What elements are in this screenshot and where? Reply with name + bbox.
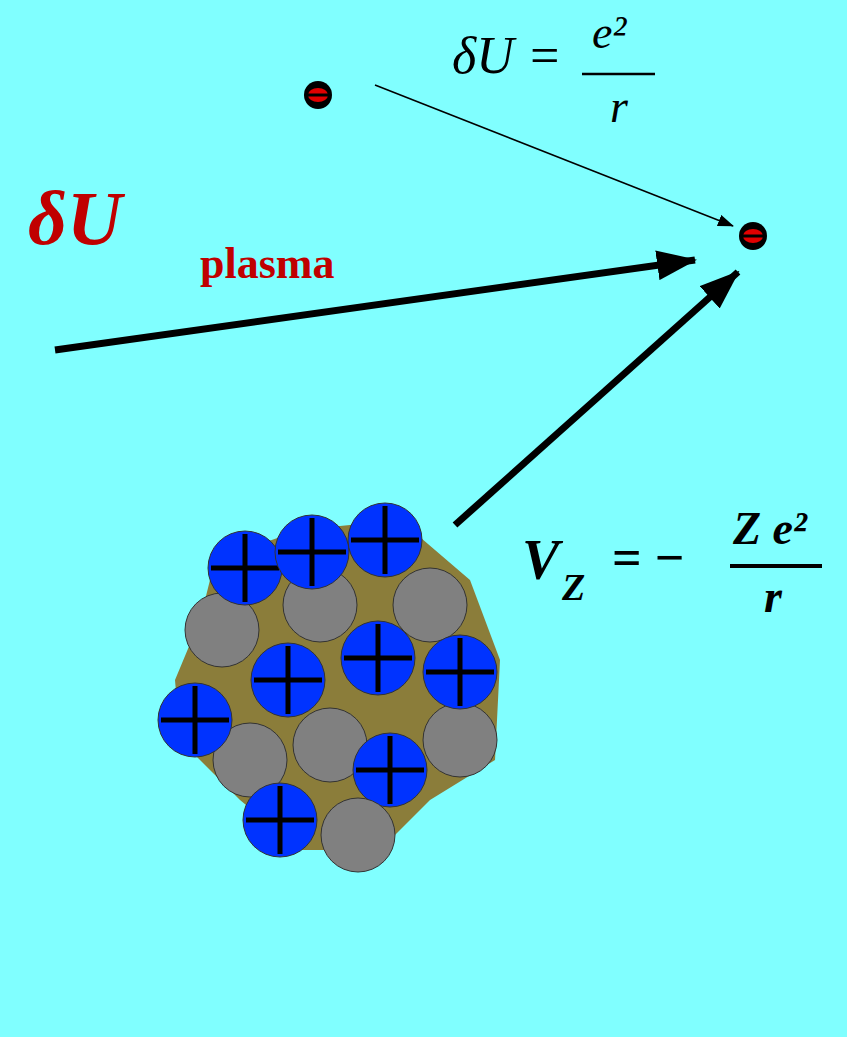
fraction-bar [582,73,655,76]
proton [423,635,497,709]
proton [275,515,349,589]
plasma-arrow [55,260,695,350]
proton [208,531,282,605]
proton [353,733,427,807]
formula-text: δU = [452,30,562,82]
formula-text: V [522,532,559,588]
fraction-bar [730,564,822,568]
proton [251,643,325,717]
nucleus [158,503,497,872]
interaction-arrow [375,85,733,226]
neutron [423,703,497,777]
formula-text: = − [612,532,684,584]
denominator: r [764,574,782,620]
neutron [321,798,395,872]
proton [348,503,422,577]
neutron [393,568,467,642]
electron-symbol [739,222,767,250]
plasma-symbol: δU [28,180,122,256]
proton [341,621,415,695]
nucleus-arrow [455,272,738,525]
denominator: r [610,84,628,130]
proton [158,683,232,757]
proton [243,783,317,857]
electron-symbol [304,81,332,109]
numerator: e² [592,10,626,56]
subscript: Z [562,568,585,606]
subscript: plasma [200,242,334,286]
numerator: Z e² [733,506,807,552]
